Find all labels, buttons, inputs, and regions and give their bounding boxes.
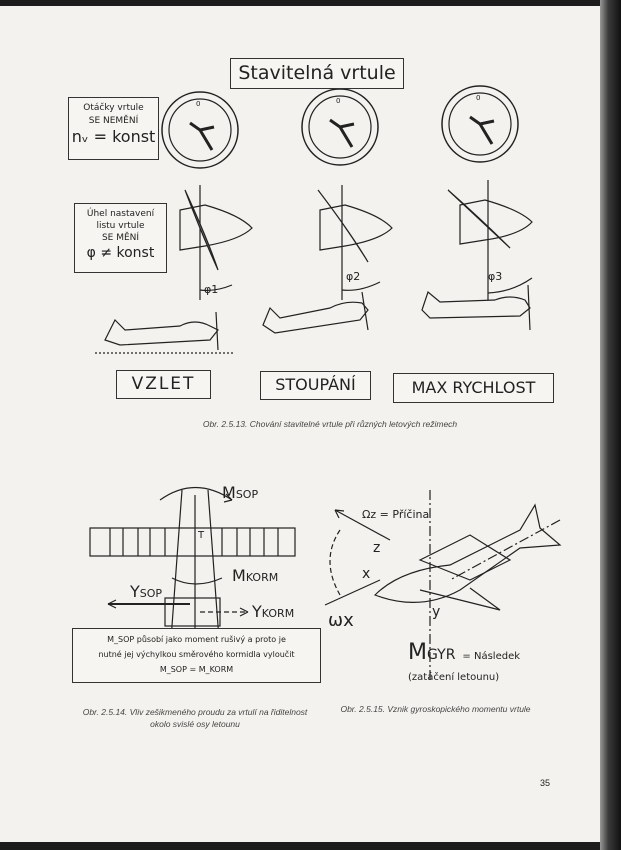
figure-15-caption: Obr. 2.5.15. Vznik gyroskopického moment… (340, 704, 531, 714)
airplane-takeoff-icon (95, 311, 235, 354)
blade-angle-label: Úhel nastavení (86, 209, 155, 219)
rpm-gauge-icon (441, 85, 519, 163)
figure-13-caption: Obr. 2.5.13. Chování stavitelné vrtule p… (202, 419, 458, 429)
figure-15-airplane-drawing (324, 490, 562, 680)
angle-phi-3: φ3 (488, 270, 503, 283)
omega-x-label: ωx (328, 610, 354, 631)
rpm-constant-box: Otáčky vrtule SE NEMĚNÍ nᵥ = konst (68, 97, 159, 160)
gauge-number: 0 (476, 94, 481, 102)
blade-angle-formula: φ ≠ konst (86, 245, 155, 261)
mode-takeoff: VZLET (116, 370, 211, 399)
caption-line: okolo svislé osy letounu (150, 719, 240, 729)
figure-14-note-box: M_SOP působí jako moment rušivý a proto … (72, 628, 321, 683)
mode-max-speed: MAX RYCHLOST (393, 373, 554, 403)
page-number: 35 (540, 778, 551, 788)
angle-phi-2: φ2 (346, 270, 361, 283)
rpm-gauge-icon (301, 88, 379, 166)
rpm-status: SE NEMĚNÍ (88, 116, 139, 126)
gauge-number: 0 (196, 100, 201, 108)
book-spine-edge (600, 0, 621, 850)
blade-angle-label-2: listu vrtule (96, 221, 145, 231)
rpm-gauge-icon (161, 91, 239, 169)
note-equation: M_SOP = M_KORM (159, 665, 234, 674)
blade-angle-diagram (447, 180, 533, 300)
m-sop-label: MSOP (222, 483, 259, 502)
figure-title: Stavitelná vrtule (230, 58, 404, 89)
gauge-number: 0 (336, 97, 341, 105)
axis-y-label: y (432, 604, 441, 620)
rpm-formula: nᵥ = konst (71, 127, 156, 146)
blade-angle-diagram (179, 185, 253, 300)
m-korm-label: MKORM (232, 566, 279, 585)
angle-phi-1: φ1 (204, 283, 219, 296)
note-line: nutné jej výchylkou směrového kormidla v… (98, 650, 295, 659)
y-korm-label: YKORM (252, 602, 295, 621)
caption-line: Obr. 2.5.14. Vliv zešikmeného proudu za … (82, 707, 308, 717)
axis-x-label: x (362, 566, 371, 582)
blade-angle-box: Úhel nastavení listu vrtule SE MĚNÍ φ ≠ … (74, 203, 167, 273)
omega-z-label: Ωz = Příčina (362, 508, 430, 521)
rpm-label: Otáčky vrtule (83, 103, 144, 113)
blade-angle-status: SE MĚNÍ (101, 233, 140, 243)
airplane-cruise-icon (421, 284, 531, 331)
blade-angle-diagram (317, 185, 393, 300)
y-sop-label: YSOP (130, 582, 163, 601)
figure-14-caption: Obr. 2.5.14. Vliv zešikmeného proudu za … (70, 706, 320, 730)
axis-z-label: z (373, 540, 381, 556)
note-line: M_SOP působí jako moment rušivý a proto … (107, 635, 286, 644)
airplane-climb-icon (262, 291, 369, 334)
m-gyr-label: MGYR = Následek (408, 640, 521, 665)
mode-climb: STOUPÁNÍ (260, 371, 371, 400)
turning-note: (zatáčení letounu) (408, 672, 500, 683)
t-label: T (198, 530, 205, 541)
